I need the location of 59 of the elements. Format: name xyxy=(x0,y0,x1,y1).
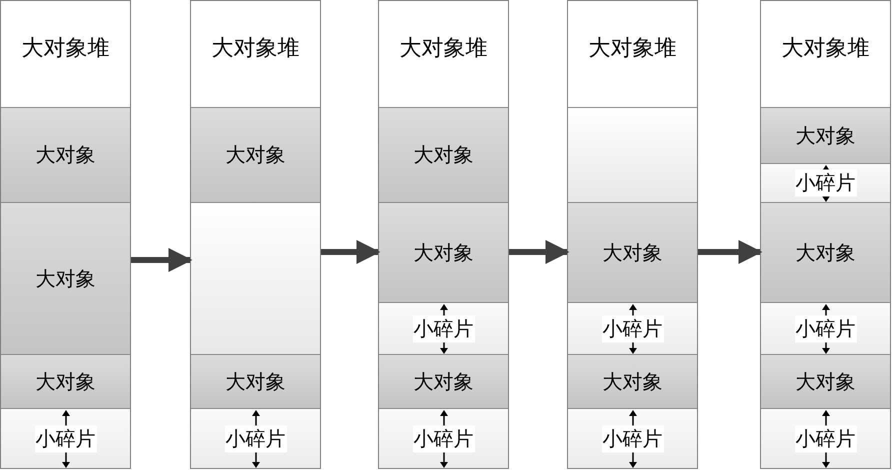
block-label: 小碎片 xyxy=(602,425,664,452)
column-heading: 大对象堆 xyxy=(22,35,110,63)
block-label: 小碎片 xyxy=(412,315,474,342)
fragment-block xyxy=(379,408,508,468)
block-label: 小碎片 xyxy=(794,315,856,342)
arrow xyxy=(321,240,380,264)
column-heading: 大对象堆 xyxy=(400,35,488,63)
fragment-block xyxy=(761,408,890,468)
arrow xyxy=(698,240,762,264)
fragment-block xyxy=(761,302,890,354)
block-label: 小碎片 xyxy=(34,425,96,452)
block-label: 大对象 xyxy=(796,239,856,266)
object-block xyxy=(568,354,697,408)
block-label: 小碎片 xyxy=(412,425,474,452)
fragment-block xyxy=(761,163,890,202)
block-label: 大对象 xyxy=(796,368,856,395)
block-label: 大对象 xyxy=(36,265,96,292)
empty-block xyxy=(568,107,697,202)
object-block xyxy=(761,354,890,408)
object-block xyxy=(761,202,890,302)
heap-column xyxy=(0,0,131,469)
fragment-block xyxy=(379,302,508,354)
object-block xyxy=(1,107,130,202)
heap-column xyxy=(190,0,321,469)
block-label: 大对象 xyxy=(602,368,662,395)
fragment-block xyxy=(568,302,697,354)
heap-column xyxy=(378,0,509,469)
block-label: 小碎片 xyxy=(224,425,286,452)
object-block xyxy=(1,202,130,354)
block-label: 大对象 xyxy=(414,368,474,395)
block-label: 大对象 xyxy=(602,239,662,266)
block-label: 小碎片 xyxy=(794,425,856,452)
object-block xyxy=(379,107,508,202)
fragment-block xyxy=(191,408,320,468)
object-block xyxy=(379,202,508,302)
block-label: 大对象 xyxy=(796,122,856,149)
column-heading: 大对象堆 xyxy=(782,35,870,63)
object-block xyxy=(568,202,697,302)
arrow xyxy=(131,248,192,272)
object-block xyxy=(191,354,320,408)
column-heading: 大对象堆 xyxy=(588,35,676,63)
block-label: 大对象 xyxy=(226,142,286,168)
object-block xyxy=(1,354,130,408)
column-heading: 大对象堆 xyxy=(212,35,300,63)
object-block xyxy=(761,107,890,163)
fragment-block xyxy=(568,408,697,468)
heap-column xyxy=(760,0,891,469)
block-label: 小碎片 xyxy=(794,170,856,196)
block-label: 小碎片 xyxy=(602,315,664,342)
arrow xyxy=(509,240,570,264)
block-label: 大对象 xyxy=(414,142,474,168)
object-block xyxy=(191,107,320,202)
block-label: 大对象 xyxy=(414,239,474,266)
block-label: 大对象 xyxy=(36,368,96,395)
object-block xyxy=(379,354,508,408)
fragment-block xyxy=(1,408,130,468)
heap-column xyxy=(567,0,698,469)
block-label: 大对象 xyxy=(36,142,96,168)
block-label: 大对象 xyxy=(226,368,286,395)
